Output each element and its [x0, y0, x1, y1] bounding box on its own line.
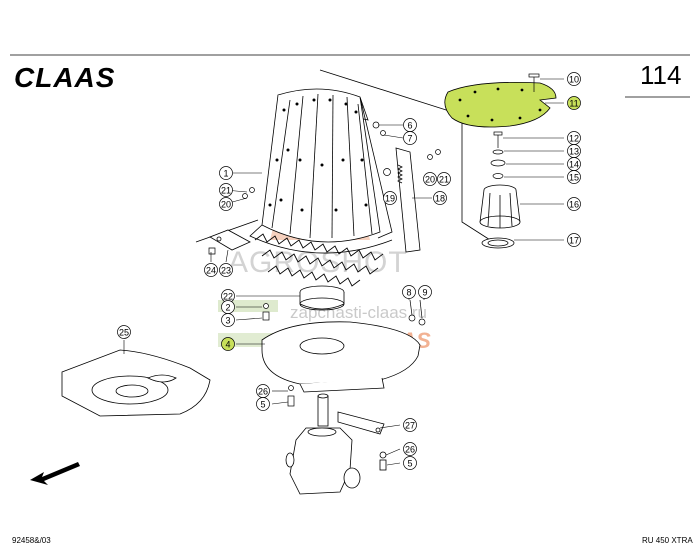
callout-26-right[interactable]: 26 [403, 442, 417, 456]
drum-cone [195, 69, 499, 287]
side-strip [395, 147, 421, 253]
svg-text:5: 5 [407, 458, 412, 468]
svg-text:18: 18 [435, 193, 445, 203]
svg-text:11: 11 [569, 98, 578, 108]
svg-text:3: 3 [225, 315, 230, 325]
svg-text:5: 5 [260, 399, 265, 409]
svg-text:8: 8 [406, 287, 411, 297]
base-plate-4 [261, 321, 421, 393]
svg-text:21: 21 [221, 185, 231, 195]
svg-text:6: 6 [407, 120, 412, 130]
svg-text:21: 21 [439, 174, 449, 184]
svg-text:23: 23 [221, 265, 231, 275]
callout-21-right[interactable]: 21 [437, 172, 451, 186]
drawing-code: 92458&/03 [12, 536, 51, 545]
callout-13[interactable]: 13 [567, 144, 581, 158]
svg-text:26: 26 [405, 444, 415, 454]
hub-16 [479, 184, 521, 229]
bracket [209, 229, 251, 251]
plate-25 [61, 349, 211, 417]
callout-17[interactable]: 17 [567, 233, 581, 247]
callout-26-left[interactable]: 26 [256, 384, 270, 398]
svg-text:27: 27 [405, 420, 415, 430]
callout-1[interactable]: 1 [219, 166, 233, 180]
fastener-stack [490, 131, 506, 179]
callout-9[interactable]: 9 [418, 285, 432, 299]
callout-24[interactable]: 24 [204, 263, 218, 277]
model-name: RU 450 XTRA [642, 536, 693, 545]
callout-12[interactable]: 12 [567, 131, 581, 145]
bolts-small [262, 299, 426, 407]
svg-text:13: 13 [569, 146, 579, 156]
watermark-text-1: AGROSHOT [228, 246, 408, 279]
callout-25[interactable]: 25 [117, 325, 131, 339]
callout-10[interactable]: 10 [567, 72, 581, 86]
callouts: 1 10 11 12 13 14 15 16 17 6 7 18 19 20 2… [117, 72, 581, 470]
svg-text:20: 20 [425, 174, 435, 184]
brand-logo: CLAAS [14, 62, 116, 93]
callout-2[interactable]: 2 [221, 300, 235, 314]
svg-text:9: 9 [422, 287, 427, 297]
callout-19[interactable]: 19 [383, 191, 397, 205]
bearing-ring-22 [299, 285, 345, 311]
svg-text:7: 7 [407, 133, 412, 143]
direction-arrow-icon [30, 462, 80, 485]
svg-text:25: 25 [119, 327, 129, 337]
callout-18[interactable]: 18 [433, 191, 447, 205]
svg-text:22: 22 [223, 291, 233, 301]
callout-27[interactable]: 27 [403, 418, 417, 432]
callout-14[interactable]: 14 [567, 157, 581, 171]
svg-text:15: 15 [569, 172, 579, 182]
cover-disc-11 [444, 82, 557, 128]
svg-text:1: 1 [223, 168, 228, 178]
callout-21-left[interactable]: 21 [219, 183, 233, 197]
callout-23[interactable]: 23 [219, 263, 233, 277]
svg-text:2: 2 [225, 302, 230, 312]
callout-5-left[interactable]: 5 [256, 397, 270, 411]
svg-text:20: 20 [221, 199, 231, 209]
svg-text:17: 17 [569, 235, 579, 245]
callout-5-right[interactable]: 5 [403, 456, 417, 470]
callout-16[interactable]: 16 [567, 197, 581, 211]
callout-4[interactable]: 4 [221, 337, 235, 351]
callout-15[interactable]: 15 [567, 170, 581, 184]
svg-text:19: 19 [385, 193, 395, 203]
svg-text:26: 26 [258, 386, 268, 396]
svg-text:4: 4 [225, 339, 230, 349]
svg-text:16: 16 [569, 199, 579, 209]
svg-text:12: 12 [569, 133, 579, 143]
page-number: 114 [640, 60, 682, 90]
svg-text:24: 24 [206, 265, 216, 275]
svg-text:10: 10 [569, 74, 579, 84]
ring-17 [481, 237, 515, 249]
callout-7[interactable]: 7 [403, 131, 417, 145]
bolt-10 [528, 73, 540, 92]
gearbox [285, 393, 387, 495]
callout-8[interactable]: 8 [402, 285, 416, 299]
callout-20-left[interactable]: 20 [219, 197, 233, 211]
callout-20-right[interactable]: 20 [423, 172, 437, 186]
callout-3[interactable]: 3 [221, 313, 235, 327]
small-fasteners [208, 121, 441, 255]
svg-text:14: 14 [569, 159, 579, 169]
callout-11[interactable]: 11 [567, 96, 581, 110]
callout-6[interactable]: 6 [403, 118, 417, 132]
